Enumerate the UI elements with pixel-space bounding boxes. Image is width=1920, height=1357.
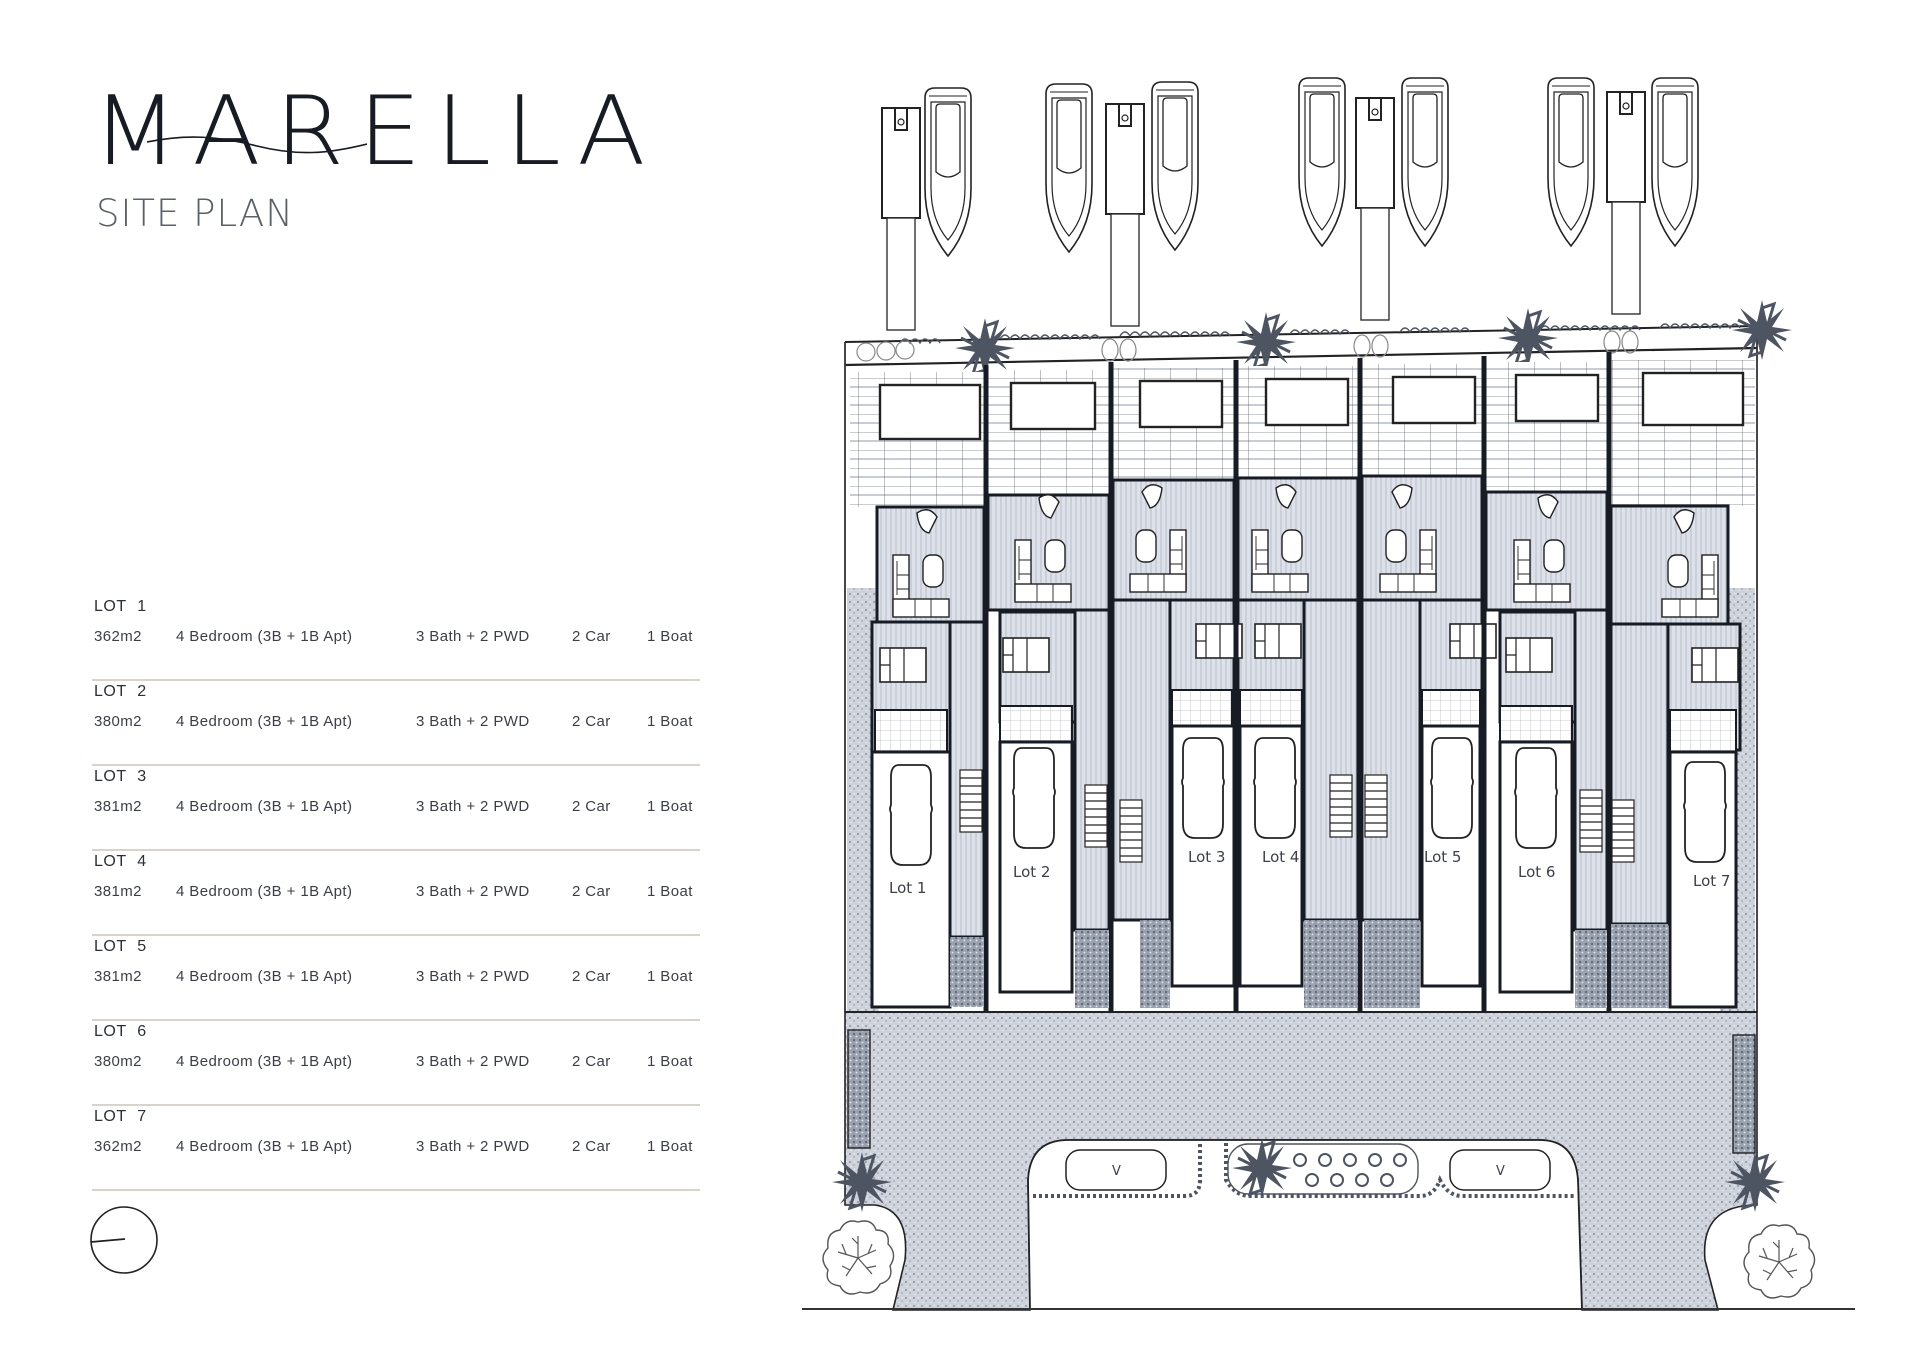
- lot-area: 362m2: [94, 1138, 142, 1155]
- plan-lot-label: Lot 6: [1518, 863, 1555, 881]
- lot-cars: 2 Car: [572, 883, 611, 900]
- waterfront-edge: [844, 325, 1758, 1012]
- plan-lot-label: Lot 5: [1424, 848, 1461, 866]
- plan-lot-label: Lot 1: [889, 879, 926, 897]
- lot-bathrooms: 3 Bath + 2 PWD: [416, 968, 530, 985]
- lot-boats: 1 Boat: [647, 1138, 693, 1155]
- lot-schedule: LOT 1 362m2 4 Bedroom (3B + 1B Apt) 3 Ba…: [92, 596, 700, 1191]
- lot-footprints: [850, 352, 1755, 1012]
- lot-boats: 1 Boat: [647, 628, 693, 645]
- plan-lot-label: Lot 7: [1693, 872, 1730, 890]
- page-subtitle: SITE PLAN: [96, 192, 294, 235]
- lot-bedrooms: 4 Bedroom (3B + 1B Apt): [176, 883, 353, 900]
- lot-name: LOT 5: [94, 938, 147, 955]
- lot-bathrooms: 3 Bath + 2 PWD: [416, 628, 530, 645]
- lot-area: 381m2: [94, 798, 142, 815]
- lot-entry: LOT 5 381m2 4 Bedroom (3B + 1B Apt) 3 Ba…: [92, 936, 700, 1021]
- lot-cars: 2 Car: [572, 713, 611, 730]
- lot-bedrooms: 4 Bedroom (3B + 1B Apt): [176, 713, 353, 730]
- lot-entry: LOT 3 381m2 4 Bedroom (3B + 1B Apt) 3 Ba…: [92, 766, 700, 851]
- lot-boats: 1 Boat: [647, 713, 693, 730]
- lot-area: 380m2: [94, 713, 142, 730]
- visitor-parking-label: V: [1112, 1164, 1121, 1179]
- lot-area: 381m2: [94, 883, 142, 900]
- lot-bathrooms: 3 Bath + 2 PWD: [416, 883, 530, 900]
- lot-cars: 2 Car: [572, 968, 611, 985]
- lot-area: 362m2: [94, 628, 142, 645]
- brand-header: MARELLA SITE PLAN: [92, 75, 660, 235]
- lot-bathrooms: 3 Bath + 2 PWD: [416, 1053, 530, 1070]
- lot-bathrooms: 3 Bath + 2 PWD: [416, 713, 530, 730]
- title-wave-ornament: [147, 136, 367, 154]
- plan-lot-label: Lot 4: [1262, 848, 1299, 866]
- lot-cars: 2 Car: [572, 798, 611, 815]
- lot-bedrooms: 4 Bedroom (3B + 1B Apt): [176, 628, 353, 645]
- lot-name: LOT 3: [94, 768, 147, 785]
- lot-entry: LOT 4 381m2 4 Bedroom (3B + 1B Apt) 3 Ba…: [92, 851, 700, 936]
- boat-moorings: [881, 77, 1699, 331]
- lot-entry: LOT 7 362m2 4 Bedroom (3B + 1B Apt) 3 Ba…: [92, 1106, 700, 1191]
- lot-boats: 1 Boat: [647, 1053, 693, 1070]
- plan-lot-labels: Lot 1 Lot 2 Lot 3 Lot 4 Lot 5 Lot 6 Lot …: [889, 848, 1730, 897]
- north-point-compass-icon: [90, 1206, 158, 1274]
- lot-boats: 1 Boat: [647, 798, 693, 815]
- lot-name: LOT 1: [94, 598, 147, 615]
- lot-cars: 2 Car: [572, 628, 611, 645]
- lot-entry: LOT 2 380m2 4 Bedroom (3B + 1B Apt) 3 Ba…: [92, 681, 700, 766]
- lot-area: 381m2: [94, 968, 142, 985]
- lot-bedrooms: 4 Bedroom (3B + 1B Apt): [176, 798, 353, 815]
- plan-lot-label: Lot 3: [1188, 848, 1225, 866]
- lot-name: LOT 7: [94, 1108, 147, 1125]
- lot-cars: 2 Car: [572, 1138, 611, 1155]
- lot-bathrooms: 3 Bath + 2 PWD: [416, 798, 530, 815]
- lot-bedrooms: 4 Bedroom (3B + 1B Apt): [176, 968, 353, 985]
- plan-lot-label: Lot 2: [1013, 863, 1050, 881]
- hedge-row: [856, 298, 1794, 380]
- lot-name: LOT 6: [94, 1023, 147, 1040]
- lot-name: LOT 2: [94, 683, 147, 700]
- lot-boats: 1 Boat: [647, 883, 693, 900]
- visitor-parking-bay: [1065, 1149, 1167, 1191]
- project-title: MARELLA: [92, 75, 660, 187]
- visitor-parking-label: V: [1496, 1164, 1505, 1179]
- lot-bedrooms: 4 Bedroom (3B + 1B Apt): [176, 1053, 353, 1070]
- lot-boats: 1 Boat: [647, 968, 693, 985]
- lot-bathrooms: 3 Bath + 2 PWD: [416, 1138, 530, 1155]
- visitor-parking-bay: [1449, 1149, 1551, 1191]
- lot-bedrooms: 4 Bedroom (3B + 1B Apt): [176, 1138, 353, 1155]
- lot-entry: LOT 6 380m2 4 Bedroom (3B + 1B Apt) 3 Ba…: [92, 1021, 700, 1106]
- lot-name: LOT 4: [94, 853, 147, 870]
- lot-entry: LOT 1 362m2 4 Bedroom (3B + 1B Apt) 3 Ba…: [92, 596, 700, 681]
- lot-area: 380m2: [94, 1053, 142, 1070]
- lot-cars: 2 Car: [572, 1053, 611, 1070]
- common-driveway: V V: [802, 1011, 1855, 1311]
